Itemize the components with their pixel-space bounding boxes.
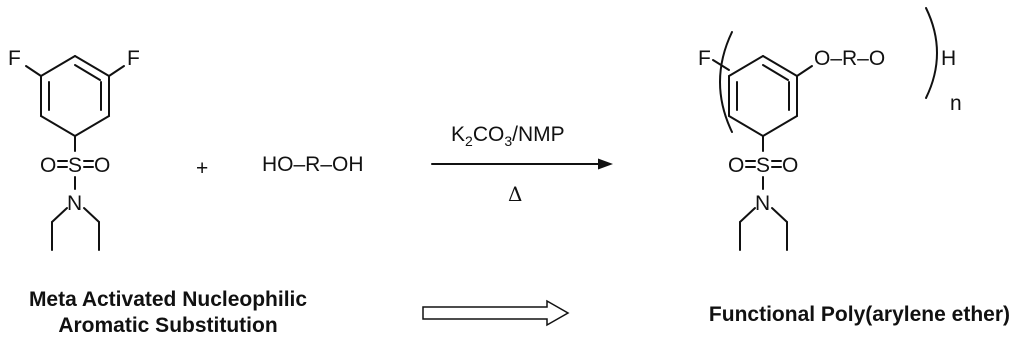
diol-formula: HO–R–OH [262,153,364,176]
repeat-bracket-right [925,7,938,99]
benzene-ring-right [728,55,798,137]
end-group-hydrogen: H [941,47,956,70]
caption-right: Functional Poly(arylene ether) [709,303,1010,326]
ring-o-bond [796,65,813,77]
product-poly-arylene-ether: F O–R–O H n O S O N [698,7,962,251]
ether-chain: O–R–O [814,47,885,70]
ethyl-groups [51,207,100,251]
hollow-arrow [422,299,570,327]
caption-left-line1: Meta Activated Nucleophilic [29,288,307,311]
reactant-difluoro-sulfonamide: F F O S O N [8,47,140,251]
fluorine-atom-right: F [127,47,140,70]
c-f-bond-left [25,65,42,77]
sulfur-atom: S [68,154,82,177]
reaction-arrow [431,158,613,170]
repeat-subscript-n: n [950,92,962,115]
reaction-conditions: K2CO3/NMP [451,123,565,149]
product-oxygen-atom-left: O [728,154,744,177]
product-nitrogen-atom: N [755,192,770,215]
oxygen-atom-right: O [94,154,110,177]
nitrogen-atom: N [67,192,82,215]
plus-sign: + [196,157,208,180]
product-sulfur-atom: S [756,154,770,177]
product-fluorine-atom: F [698,47,711,70]
caption-left-line2: Aromatic Substitution [58,314,277,337]
repeat-bracket-left [719,31,733,133]
product-oxygen-atom-right: O [782,154,798,177]
product-ethyl-groups [739,207,788,251]
oxygen-atom-left: O [40,154,56,177]
fluorine-atom-left: F [8,47,21,70]
benzene-ring-left [40,55,110,137]
c-f-bond-right [108,65,125,77]
heat-symbol: Δ [508,182,522,206]
